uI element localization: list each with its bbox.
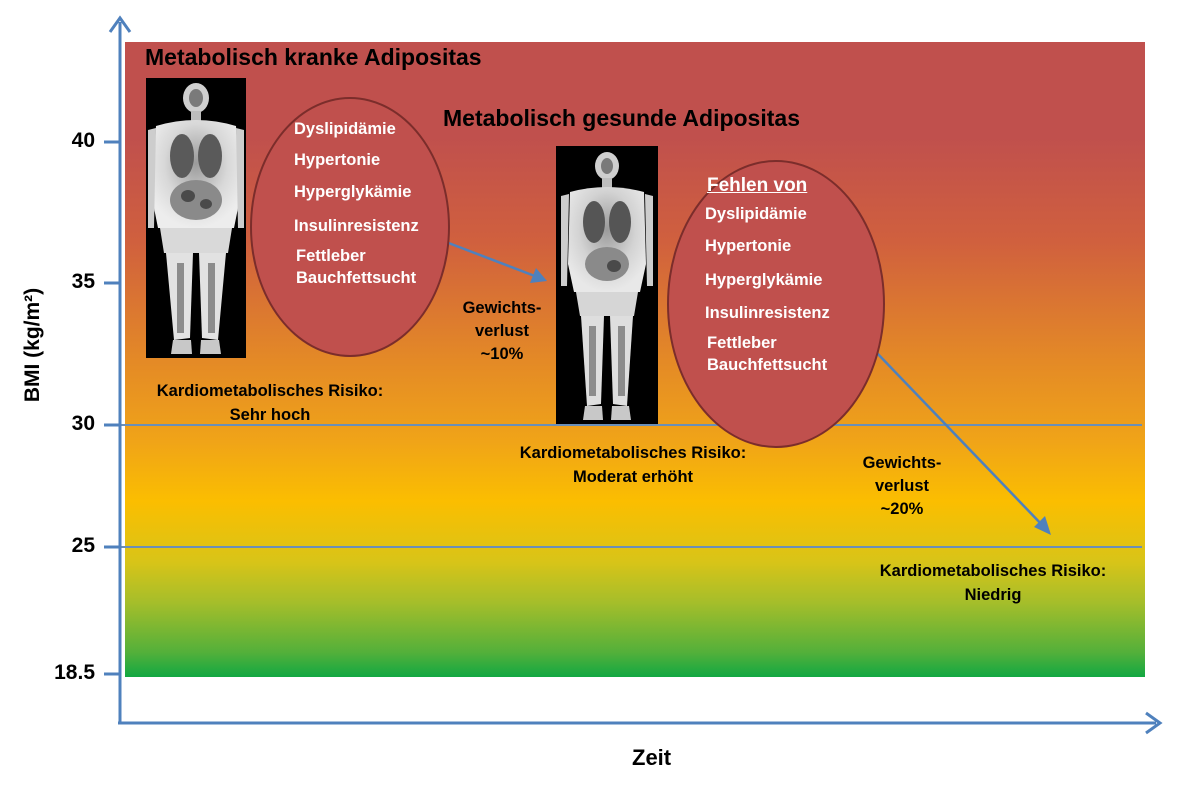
- risk-very-high-label: Kardiometabolisches Risiko: Sehr hoch: [130, 379, 410, 427]
- risk-label-line: Kardiometabolisches Risiko:: [156, 382, 384, 400]
- condition-item: Hypertonie: [294, 151, 381, 169]
- condition-item: Fettleber: [296, 247, 366, 265]
- absence-heading: Fehlen von: [707, 175, 808, 196]
- condition-item: Dyslipidämie: [705, 205, 807, 223]
- y-axis-arrowhead: [108, 15, 132, 33]
- condition-item: Fettleber: [707, 334, 777, 352]
- arrow-to-normal-weight: [875, 351, 1046, 529]
- y-tick-label-18-5: 18.5: [54, 661, 95, 684]
- loss-line: verlust: [474, 322, 530, 340]
- risk-level: Niedrig: [964, 586, 1022, 604]
- x-axis-arrowhead: [1145, 711, 1163, 735]
- arrow-to-healthy-obesity-head: [530, 268, 547, 283]
- condition-item: Hypertonie: [705, 237, 792, 255]
- healthy-obesity-title: Metabolisch gesunde Adipositas: [443, 105, 800, 131]
- loss-percent: ~10%: [480, 345, 524, 363]
- weight-loss-10-label: Gewichts- verlust ~10%: [443, 297, 561, 366]
- condition-item: Bauchfettsucht: [296, 269, 417, 287]
- risk-label-line: Kardiometabolisches Risiko:: [879, 562, 1107, 580]
- unhealthy-obesity-title: Metabolisch kranke Adipositas: [145, 44, 482, 70]
- condition-item: Hyperglykämie: [294, 183, 412, 201]
- condition-item: Bauchfettsucht: [707, 356, 828, 374]
- loss-line: Gewichts-: [462, 299, 542, 317]
- y-axis-label: BMI (kg/m²): [21, 287, 44, 403]
- condition-item: Hyperglykämie: [705, 271, 823, 289]
- x-axis-label: Zeit: [632, 745, 672, 770]
- risk-level: Moderat erhöht: [572, 468, 694, 486]
- unhealthy-conditions-ellipse: [250, 97, 450, 357]
- bmi-30-line: [120, 424, 1142, 426]
- absence-conditions-ellipse: [667, 160, 885, 448]
- loss-line: verlust: [874, 477, 930, 495]
- risk-low-label: Kardiometabolisches Risiko: Niedrig: [848, 559, 1138, 607]
- risk-level: Sehr hoch: [229, 406, 311, 424]
- arrow-to-healthy-obesity: [445, 240, 541, 280]
- body-mri-scan-obese: [146, 78, 246, 358]
- y-tick-label-35: 35: [71, 270, 95, 293]
- y-tick-label-25: 25: [71, 534, 95, 557]
- bmi-25-line: [120, 546, 1142, 548]
- risk-label-line: Kardiometabolisches Risiko:: [519, 444, 747, 462]
- weight-loss-20-label: Gewichts- verlust ~20%: [840, 452, 964, 521]
- arrow-to-normal-weight-head: [1034, 516, 1051, 535]
- condition-item: Dyslipidämie: [294, 120, 396, 138]
- risk-moderate-label: Kardiometabolisches Risiko: Moderat erhö…: [488, 441, 778, 489]
- condition-item: Insulinresistenz: [705, 304, 830, 322]
- loss-percent: ~20%: [880, 500, 924, 518]
- body-mri-scan-less-obese: [556, 146, 658, 424]
- y-tick-label-40: 40: [71, 129, 95, 152]
- condition-item: Insulinresistenz: [294, 217, 419, 235]
- y-tick-label-30: 30: [71, 412, 95, 435]
- loss-line: Gewichts-: [862, 454, 942, 472]
